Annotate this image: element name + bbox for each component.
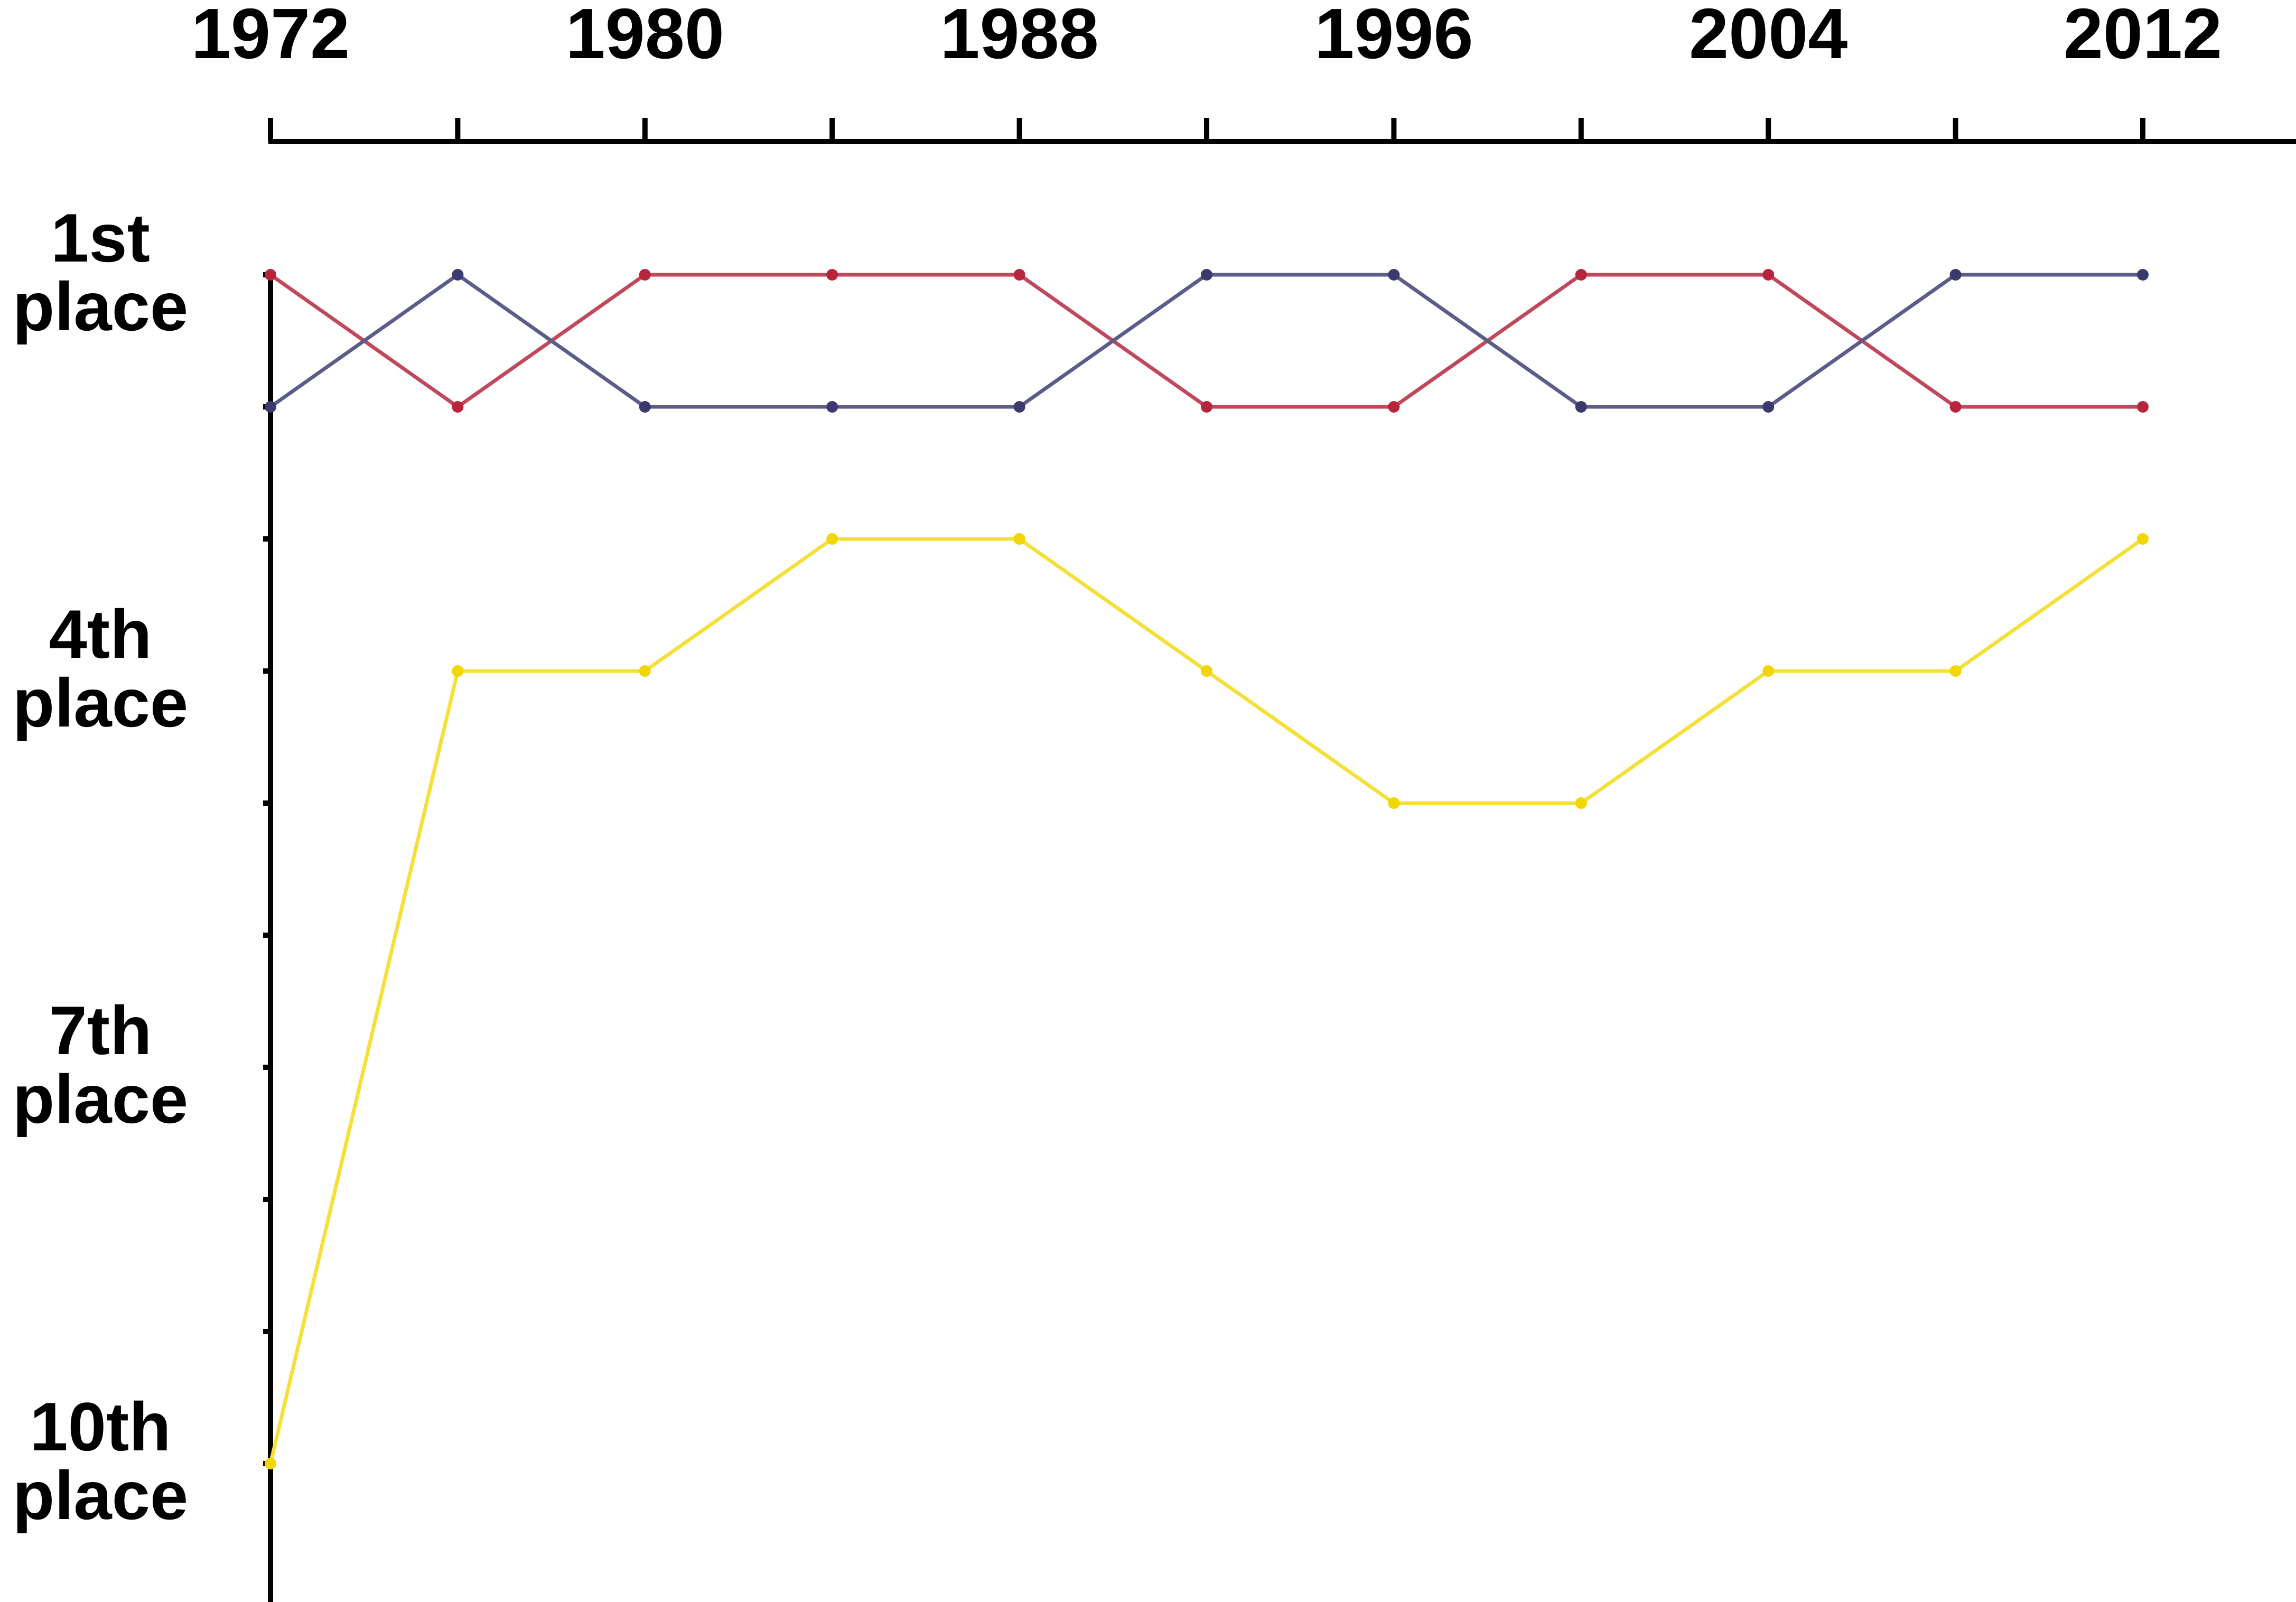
data-point [265, 1458, 276, 1469]
data-point [1201, 665, 1212, 677]
y-tick-label: 10th [30, 1388, 171, 1465]
data-point [452, 401, 464, 413]
data-point [1762, 665, 1775, 677]
x-axis: 1972 1980 1988 1996 2004 2012 [191, 0, 2296, 144]
x-tick-label: 1980 [566, 0, 724, 73]
x-tick-label: 1972 [191, 0, 350, 73]
series-line-3 [268, 537, 2144, 1464]
data-point [452, 269, 464, 281]
series-lines [268, 273, 2144, 1464]
data-point [1949, 665, 1962, 677]
data-point [1762, 401, 1775, 413]
data-point [1388, 797, 1400, 809]
data-point [1013, 533, 1025, 545]
data-point [1575, 797, 1587, 809]
data-point [1013, 401, 1025, 413]
data-point [1575, 401, 1587, 413]
x-tick-label: 2012 [2064, 0, 2222, 73]
data-point [1388, 401, 1400, 413]
data-point [639, 665, 651, 677]
data-point [2137, 269, 2149, 281]
y-tick-label-suffix: place [13, 1060, 188, 1138]
data-point [1201, 269, 1212, 281]
y-tick-label: 4th [49, 595, 152, 673]
x-tick-label: 1996 [1314, 0, 1473, 73]
data-point [639, 401, 651, 413]
data-point [1201, 401, 1212, 413]
data-point [826, 401, 838, 413]
data-point [1013, 269, 1025, 281]
data-point [265, 401, 276, 413]
data-point [1388, 269, 1400, 281]
series-line-2 [269, 273, 2143, 409]
series-points [265, 269, 2149, 1469]
data-point [826, 533, 838, 545]
data-point [265, 269, 276, 281]
data-point [1762, 269, 1775, 281]
data-point [452, 665, 464, 677]
data-point [826, 269, 838, 281]
x-tick-label: 1988 [940, 0, 1098, 73]
y-tick-label-suffix: place [13, 664, 188, 741]
data-point [2137, 533, 2149, 545]
y-tick-label-suffix: place [13, 1457, 188, 1534]
y-tick-label-suffix: place [13, 268, 188, 345]
y-tick-label: 1st [51, 199, 150, 276]
data-point [1949, 269, 1962, 281]
data-point [2137, 401, 2149, 413]
data-point [1575, 269, 1587, 281]
data-point [1949, 401, 1962, 413]
data-point [639, 269, 651, 281]
x-tick-label: 2004 [1689, 0, 1847, 73]
y-tick-label: 7th [49, 992, 152, 1069]
